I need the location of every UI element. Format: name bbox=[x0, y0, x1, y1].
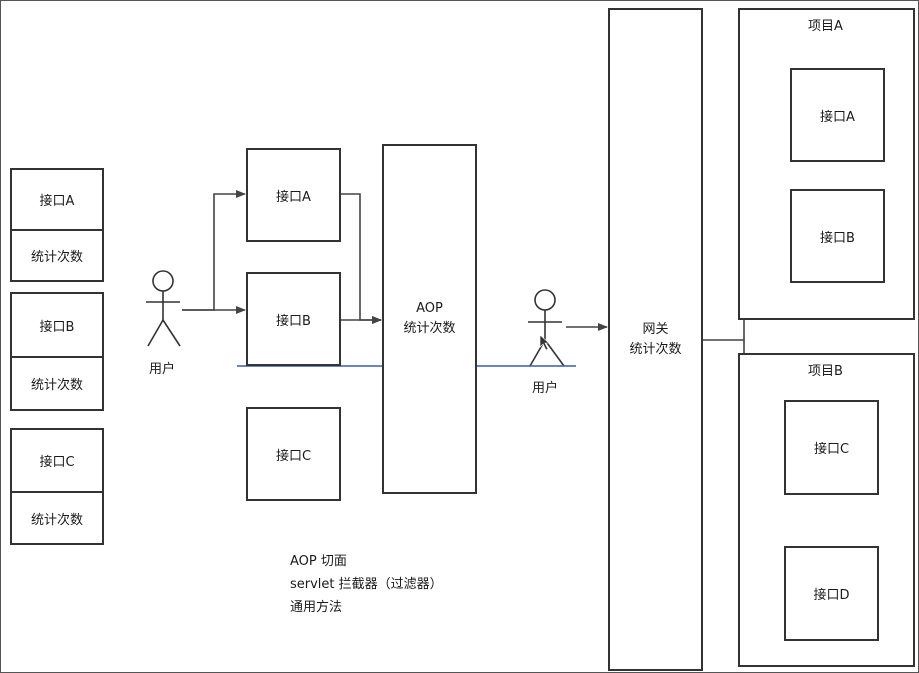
mid-api-a-box: 接口A bbox=[246, 148, 341, 242]
left-api-b-box: 接口B bbox=[10, 292, 104, 358]
project-b-api-d-box: 接口D bbox=[784, 546, 879, 641]
project-b-title: 项目B bbox=[808, 364, 843, 379]
user-to-api-arrows bbox=[182, 190, 246, 314]
project-b-api-c-box: 接口C bbox=[784, 400, 879, 495]
left-stat-c-box: 统计次数 bbox=[10, 491, 104, 545]
user-label-middle: 用户 bbox=[149, 362, 176, 377]
left-api-c-label: 接口C bbox=[39, 455, 75, 470]
gateway-label-line2: 统计次数 bbox=[629, 341, 682, 357]
project-a-api-a-box: 接口A bbox=[790, 68, 885, 162]
project-a-api-b-label: 接口B bbox=[820, 230, 855, 246]
project-a-api-a-label: 接口A bbox=[820, 109, 855, 125]
mid-api-a-label: 接口A bbox=[276, 189, 311, 205]
project-b-api-d-label: 接口D bbox=[813, 588, 850, 603]
project-a-api-b-box: 接口B bbox=[790, 189, 885, 283]
mid-api-b-box: 接口B bbox=[246, 272, 341, 366]
note-servlet-interceptor: servlet 拦截器（过滤器） bbox=[290, 577, 443, 592]
aop-label-line2: 统计次数 bbox=[403, 321, 456, 336]
mid-api-b-label: 接口B bbox=[276, 313, 311, 329]
project-b-api-c-label: 接口C bbox=[813, 442, 850, 457]
note-aop: AOP 切面 bbox=[290, 554, 347, 569]
left-api-b-label: 接口B bbox=[39, 319, 75, 335]
gateway-label-line1: 网关 bbox=[642, 321, 669, 337]
user-figure-right bbox=[528, 289, 565, 367]
user-label-right: 用户 bbox=[532, 381, 559, 396]
api-to-aop-arrows bbox=[340, 193, 382, 324]
note-common-method: 通用方法 bbox=[290, 600, 343, 615]
left-stat-b-box: 统计次数 bbox=[10, 356, 104, 411]
gateway-box: 网关 统计次数 bbox=[608, 8, 703, 671]
mouse-cursor-icon bbox=[539, 334, 550, 351]
left-stat-a-label: 统计次数 bbox=[30, 250, 83, 265]
mid-api-c-label: 接口C bbox=[275, 448, 312, 464]
notes-block: AOP 切面 servlet 拦截器（过滤器） 通用方法 bbox=[290, 550, 443, 619]
aop-box: AOP 统计次数 bbox=[382, 144, 477, 494]
left-api-a-box: 接口A bbox=[10, 168, 104, 231]
left-api-c-box: 接口C bbox=[10, 428, 104, 493]
left-stat-b-label: 统计次数 bbox=[30, 378, 83, 393]
mid-api-c-box: 接口C bbox=[246, 407, 341, 501]
project-a-title: 项目A bbox=[808, 19, 843, 34]
left-stat-a-box: 统计次数 bbox=[10, 229, 104, 282]
left-api-a-label: 接口A bbox=[39, 194, 75, 209]
left-stat-c-label: 统计次数 bbox=[30, 512, 83, 528]
aop-label-line1: AOP bbox=[416, 301, 443, 316]
user-figure-middle bbox=[146, 270, 181, 347]
